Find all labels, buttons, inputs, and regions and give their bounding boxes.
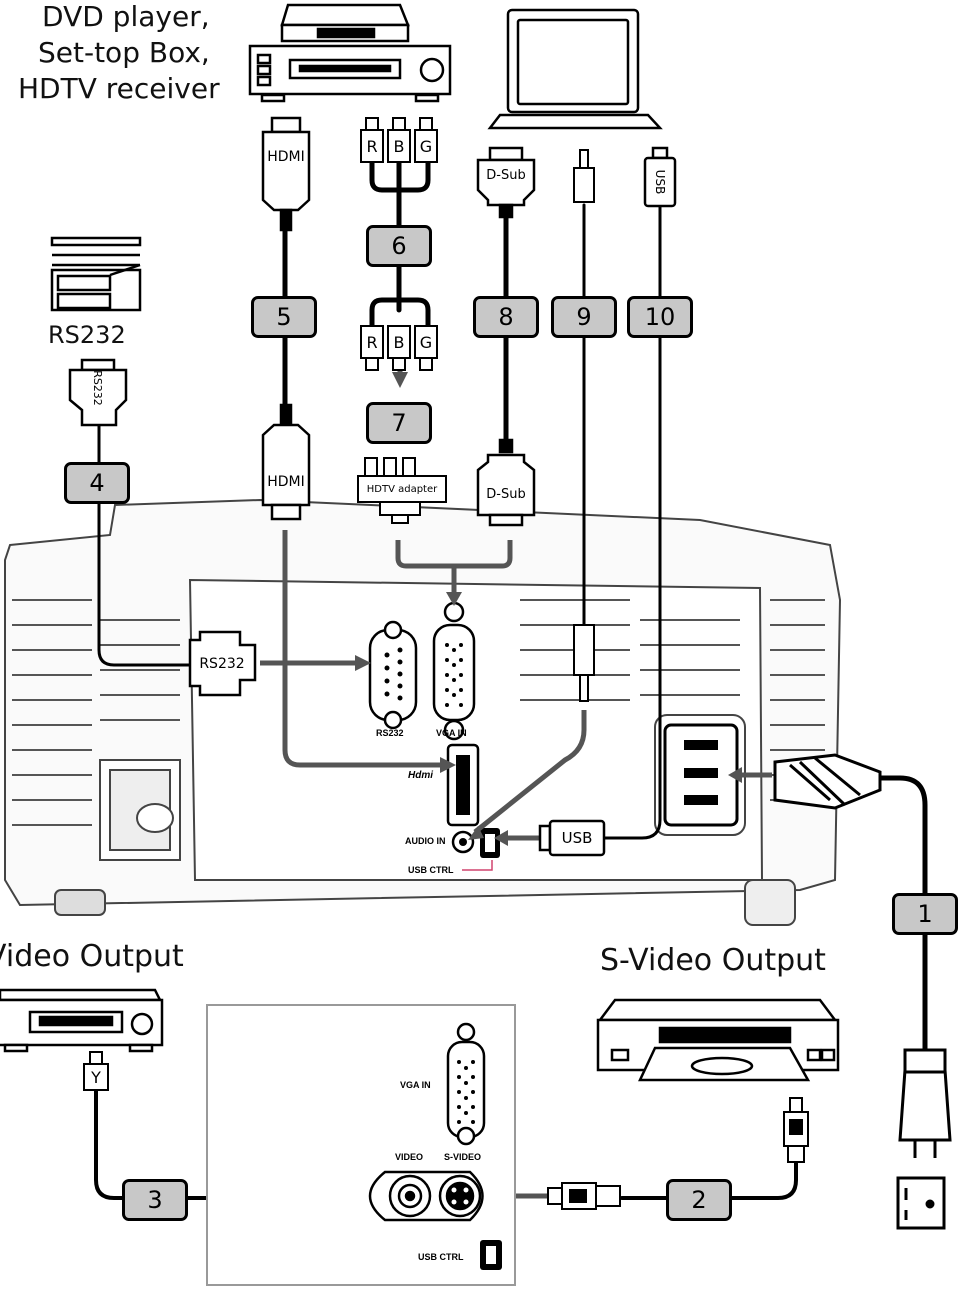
dsub-top-label: D-Sub xyxy=(478,164,534,186)
svideo-output-label: S-Video Output xyxy=(600,944,826,978)
usb-vertical-label: USB xyxy=(648,163,672,201)
rs232-device-label: RS232 xyxy=(48,318,126,352)
dvd-settop-device xyxy=(250,5,450,101)
cable-number-3: 3 xyxy=(122,1179,188,1221)
hdmi-top-label: HDMI xyxy=(263,145,309,169)
rs232-device xyxy=(52,238,140,310)
video-output-label: Video Output xyxy=(0,940,184,974)
dvd-label-line1: DVD player, xyxy=(42,0,210,34)
hdtv-adapter-label: HDTV adapter xyxy=(358,478,446,500)
cable-number-7: 7 xyxy=(366,402,432,444)
dvd-label-line3: HDTV receiver xyxy=(18,72,220,106)
rca-r-top-label: R xyxy=(361,134,383,158)
rs232-cable-label: RS232 xyxy=(88,362,108,414)
power-plug xyxy=(898,1050,950,1228)
dsub-bottom-label: D-Sub xyxy=(478,483,534,505)
cable-number-6: 6 xyxy=(366,225,432,267)
video-y-label: Y xyxy=(84,1066,108,1088)
power-cord-connector xyxy=(775,755,880,808)
cable-number-5: 5 xyxy=(251,296,317,338)
hdmi-plug-top xyxy=(263,118,309,230)
port-label-vga-in: VGA IN xyxy=(436,728,467,738)
inset-panel xyxy=(207,1005,515,1285)
cable-number-4: 4 xyxy=(64,462,130,504)
audio-plug-top xyxy=(574,150,594,202)
port-label-rs232: RS232 xyxy=(376,728,404,738)
inset-label-video: VIDEO xyxy=(395,1152,423,1162)
cable-number-9: 9 xyxy=(551,296,617,338)
inset-label-vga-in: VGA IN xyxy=(400,1080,431,1090)
cable-number-2: 2 xyxy=(666,1179,732,1221)
port-label-usb-ctrl: USB CTRL xyxy=(408,865,454,875)
rca-r-mid-label: R xyxy=(361,330,383,354)
rca-g-top-label: G xyxy=(415,134,437,158)
rs232-plug-label: RS232 xyxy=(192,652,252,676)
port-label-audio-in: AUDIO IN xyxy=(405,836,446,846)
hdmi-bottom-label: HDMI xyxy=(263,470,309,494)
rca-g-mid-label: G xyxy=(415,330,437,354)
video-device xyxy=(0,990,162,1051)
usb-horizontal-label: USB xyxy=(550,825,604,851)
port-label-hdmi: Hdmi xyxy=(408,770,433,781)
svideo-plug-top xyxy=(784,1098,808,1162)
laptop-device xyxy=(490,10,660,128)
cable-number-1: 1 xyxy=(892,893,958,935)
rca-b-mid-label: B xyxy=(388,330,410,354)
svideo-plug-inset xyxy=(548,1183,620,1209)
svideo-device xyxy=(598,1000,838,1080)
hdmi-plug-bottom xyxy=(263,405,309,519)
cable-number-10: 10 xyxy=(627,296,693,338)
cable-number-8: 8 xyxy=(473,296,539,338)
rca-b-top-label: B xyxy=(388,134,410,158)
inset-label-usb-ctrl: USB CTRL xyxy=(418,1252,464,1262)
dvd-label-line2: Set-top Box, xyxy=(38,36,210,70)
inset-label-svideo: S-VIDEO xyxy=(444,1152,481,1162)
